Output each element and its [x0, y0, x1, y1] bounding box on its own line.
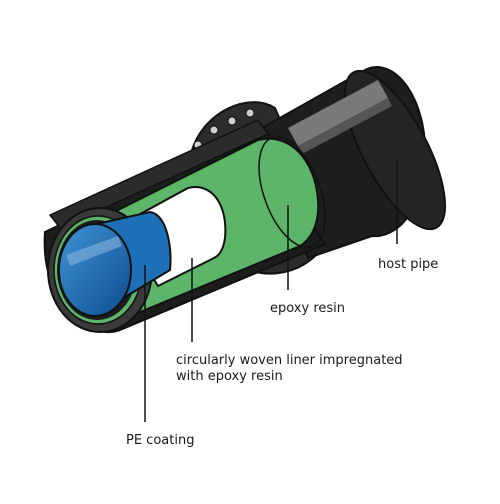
pe-coating [47, 207, 172, 333]
bolt-icon [227, 116, 237, 126]
leader-lines [144, 160, 398, 422]
host-pipe-label: host pipe [378, 257, 439, 272]
pipe-highlight [288, 80, 388, 146]
bolt-icon [209, 125, 219, 135]
liner-label-line1: circularly woven liner impregnated [176, 353, 403, 368]
liner-label-line2: with epoxy resin [176, 369, 283, 384]
liner-label: circularly woven liner impregnated with … [176, 353, 403, 385]
epoxy-resin-label: epoxy resin [270, 301, 346, 316]
pe-coating-label: PE coating [126, 433, 195, 448]
bolt-icon [245, 108, 255, 118]
